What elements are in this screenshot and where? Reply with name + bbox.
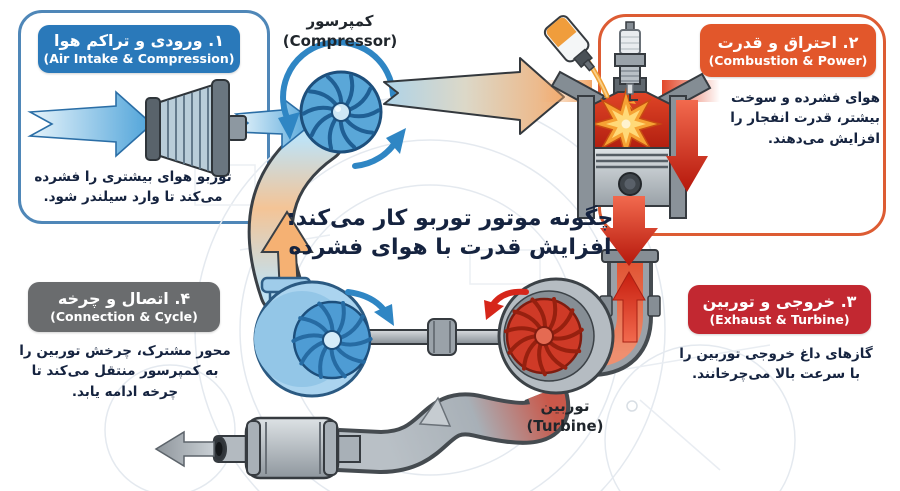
charge-air-tube <box>247 117 345 315</box>
power-arrow-down <box>600 196 658 266</box>
engine-cylinder <box>550 70 712 219</box>
section-cycle-title-fa: ۴. اتصال و چرخه <box>57 289 191 309</box>
exhaust-outlet-pipe <box>336 383 571 475</box>
section-combustion-caption: هوای فشرده و سوخت بیشتر، قدرت انفجار را … <box>730 90 880 147</box>
compressor-rotation-arrows <box>278 39 406 169</box>
muffler <box>211 416 361 480</box>
turbine-label: توربین (Turbine) <box>500 397 630 436</box>
section-exhaust-header: ۳. خروجی و توربین (Exhaust & Turbine) <box>688 285 871 334</box>
section-intake-caption: توربو هوای بیشتری را فشرده می‌کند تا وار… <box>34 169 232 206</box>
compressor-wheel <box>299 70 383 154</box>
explosion-burst <box>589 87 663 161</box>
compressed-air-arrow <box>383 57 565 135</box>
section-exhaust-title-en: (Exhaust & Turbine) <box>709 311 850 327</box>
turbine-label-en: (Turbine) <box>526 416 604 435</box>
section-intake-title-en: (Air Intake & Compression) <box>43 51 235 67</box>
compressor-spin-arrow <box>345 289 394 326</box>
exhaust-flow-arrow <box>612 270 646 343</box>
pipe-flow-arrow <box>418 396 452 427</box>
section-cycle-header: ۴. اتصال و چرخه (Connection & Cycle) <box>28 282 220 332</box>
compressor-label-fa: کمپرسور <box>306 12 374 30</box>
compressor-label-en: (Compressor) <box>282 31 398 50</box>
page-title-line2: افزایش قدرت با هوای فشرده <box>288 235 612 261</box>
page-title-line1: چگونه موتور توربو کار می‌کند: <box>286 206 614 231</box>
turbine-housing <box>497 277 615 395</box>
section-cycle-caption: محور مشترک، چرخش توربین را به کمپرسور من… <box>19 343 231 400</box>
section-combustion-header: ۲. احتراق و قدرت (Combustion & Power) <box>700 24 876 77</box>
spark-plug-icon <box>614 21 646 110</box>
page-title: چگونه موتور توربو کار می‌کند: افزایش قدر… <box>285 204 615 263</box>
turbo-compressor-housing <box>253 276 373 398</box>
section-cycle-title-en: (Connection & Cycle) <box>50 309 198 325</box>
section-combustion-title-fa: ۲. احتراق و قدرت <box>717 32 859 52</box>
turbine-label-fa: توربین <box>540 397 590 415</box>
turbine-spin-arrow <box>484 288 529 320</box>
section-combustion-title-en: (Combustion & Power) <box>708 52 868 68</box>
section-intake-title-fa: ۱. ورودی و تراکم هوا <box>54 31 224 51</box>
section-exhaust-title-fa: ۳. خروجی و توربین <box>702 291 857 311</box>
exhaust-out-arrow <box>154 430 215 468</box>
section-intake-header: ۱. ورودی و تراکم هوا (Air Intake & Compr… <box>38 25 240 73</box>
power-arrow-right <box>666 100 708 192</box>
fuel-bottle-icon <box>543 15 610 99</box>
air-filter <box>145 79 247 177</box>
compressor-label: کمپرسور (Compressor) <box>255 12 425 51</box>
section-exhaust-caption: گازهای داغ خروجی توربین را با سرعت بالا … <box>679 346 873 383</box>
